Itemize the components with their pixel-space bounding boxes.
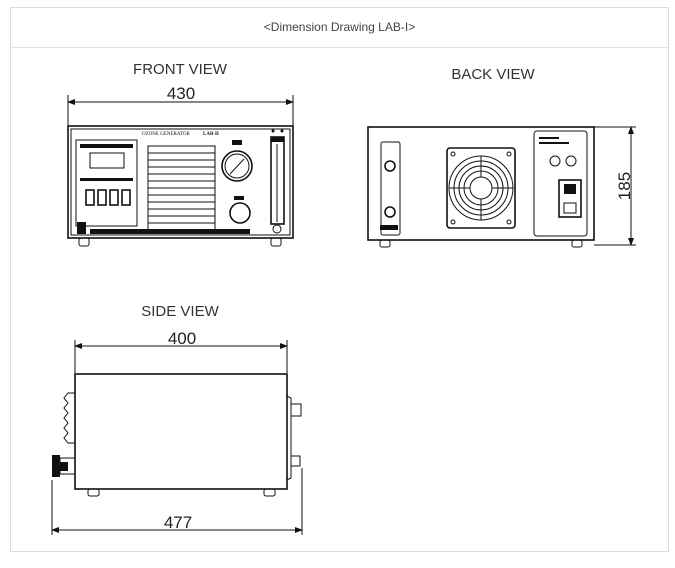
back-view-title: BACK VIEW	[451, 66, 535, 83]
front-panel-label: OZONE GENERATOR	[142, 132, 190, 137]
side-overall-dimension: 477	[164, 513, 192, 532]
front-width-dimension: 430	[167, 84, 195, 103]
back-chassis	[367, 126, 595, 241]
display-window	[89, 152, 125, 169]
cooling-fan	[446, 147, 516, 229]
side-depth-dimension: 400	[168, 329, 196, 348]
side-view: SIDE VIEW 400 477	[51, 303, 303, 535]
front-view: FRONT VIEW 430 OZONE GENERATOR LAB-II	[67, 61, 294, 247]
gas-port-panel	[380, 141, 401, 236]
control-buttons	[85, 189, 131, 206]
rear-fitting-bottom	[290, 455, 301, 467]
back-height-dimension: 185	[615, 172, 634, 200]
front-chassis	[67, 125, 294, 239]
front-model-label: LAB-II	[203, 132, 219, 137]
front-knob	[52, 455, 60, 477]
drawing-frame: <Dimension Drawing LAB-I>	[10, 7, 669, 552]
front-view-title: FRONT VIEW	[133, 61, 228, 78]
side-chassis	[74, 373, 288, 490]
front-grille	[147, 145, 216, 231]
drawing-caption: <Dimension Drawing LAB-I>	[11, 8, 668, 48]
back-view: BACK VIEW 185	[367, 66, 636, 248]
power-inlet	[558, 179, 582, 218]
pressure-gauge	[221, 150, 253, 182]
power-panel	[533, 130, 588, 237]
side-view-title: SIDE VIEW	[141, 303, 219, 320]
adjust-knob	[229, 202, 251, 224]
heatsink	[63, 392, 75, 444]
rear-fitting-top	[290, 403, 302, 417]
controller-panel	[75, 139, 138, 227]
